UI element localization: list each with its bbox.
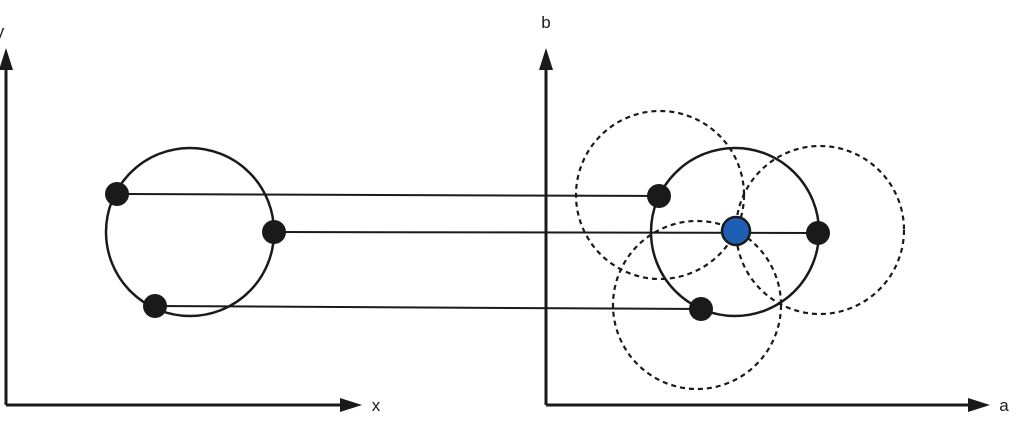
edge-point-right — [262, 220, 286, 244]
correspondence-line-top — [116, 193, 660, 197]
right-x-axis-label: a — [999, 396, 1009, 415]
left-y-arrowhead — [0, 48, 13, 70]
image-space-circle — [104, 146, 276, 318]
dashed-circle-lower — [611, 219, 783, 391]
right-y-arrowhead — [539, 48, 553, 70]
edge-point-bottom — [143, 294, 167, 318]
correspondence-line-bottom — [154, 305, 702, 310]
param-point-bottom — [689, 297, 713, 321]
right-y-axis-label: b — [541, 13, 550, 32]
detected-center-point — [720, 215, 752, 247]
right-x-arrowhead — [968, 398, 990, 412]
left-axes: y x — [0, 22, 381, 415]
param-point-right — [806, 221, 830, 245]
right-axes: b a — [539, 13, 1009, 415]
left-x-axis-label: x — [372, 396, 381, 415]
edge-point-top-left — [105, 182, 129, 206]
left-x-arrowhead — [340, 398, 362, 412]
param-point-left — [647, 184, 671, 208]
left-y-axis-label: y — [0, 22, 5, 41]
